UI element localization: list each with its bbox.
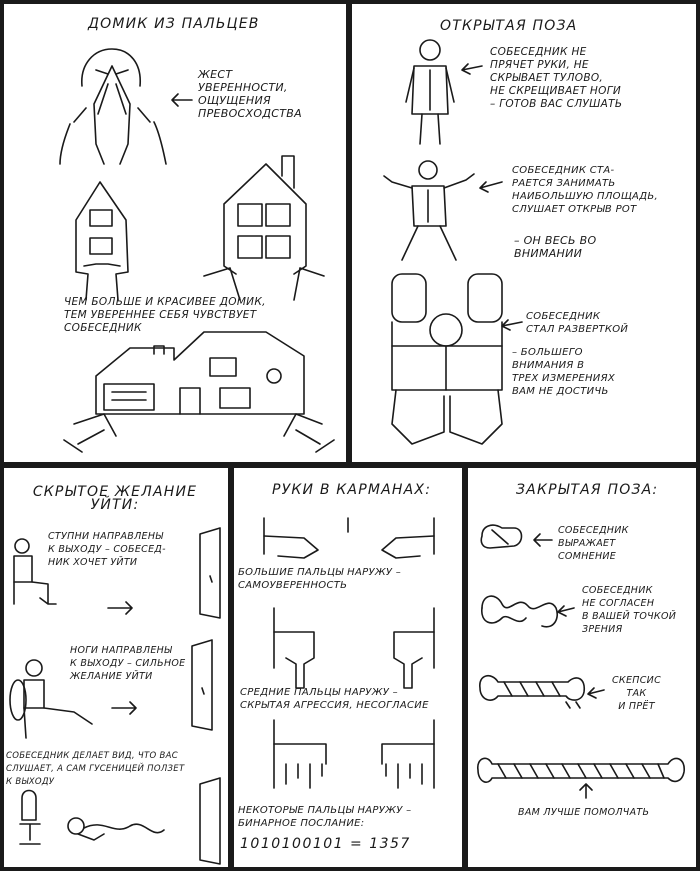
hidden-desire-caption-2: Ноги направлены к выходу – сильное желан… [70,645,186,682]
hands-in-pockets-caption-2: Средние пальцы наружу – скрытая агрессия… [240,687,429,711]
spread-man [383,160,475,261]
arrow-icon [111,701,137,715]
big-finger-house [63,331,335,453]
binary-message: 1010100101 = 1357 [240,836,411,852]
thumbs-out-pockets [263,517,435,559]
arrow-icon [461,63,483,75]
office-chair-icon [19,789,41,845]
arrow-icon [501,319,523,331]
closed-pose-caption-2: Собеседник не согласен в вашей точкой зр… [582,585,677,635]
bigger-house-caption: Чем больше и красивее домик, тем уверенн… [64,296,266,334]
hands-in-pockets-caption-3: Некоторые пальцы наружу – бинарное посла… [238,805,412,829]
closed-pose-drawings [477,524,685,799]
open-pose-title: Открытая поза [440,18,578,34]
arrow-icon [587,687,605,699]
open-pose-drawings [383,39,523,445]
arrow-icon [479,181,503,193]
door-icon [199,527,221,619]
arrow-icon [107,601,133,615]
hands-in-pockets-title: Руки в карманах: [272,482,432,498]
gesture-caption: Жест уверенности, ощущения превосходства [198,68,302,120]
open-pose-caption-2: Собеседник ста- рается занимать наибольш… [512,165,658,215]
panel-open-pose: Открытая поза Собеседник не прячет руки,… [352,4,696,462]
panel-hands-in-pockets: Руки в карманах: Большие пальцы наружу –… [234,468,462,867]
middle-fingers-out-pockets [273,607,435,689]
arrow-icon [579,783,593,799]
steepled-hands-face [59,48,167,165]
closed-pose-caption-4: Вам лучше помолчать [518,807,650,818]
arrow-icon [171,93,193,107]
arrow-icon [533,533,553,547]
medium-finger-house [203,155,325,301]
panel-closed-pose: Закрытая поза: Собеседник выражает сомне… [468,468,696,867]
standing-man [405,39,455,145]
hidden-desire-caption-1: Ступни направлены к выходу – собесед- ни… [48,531,166,568]
closed-pose-caption-1: Собеседник выражает сомнение [558,525,629,562]
crawling-man [67,817,165,841]
panel-finger-house: Домик из пальцев Жест уверенности, ощуще… [4,4,346,462]
seated-man-feet [13,538,57,605]
arrow-icon [557,605,575,617]
open-pose-caption-3: – он весь во внимании [514,234,597,260]
open-pose-caption-4: Собеседник стал разверткой [526,311,629,335]
seated-man-legs [9,659,93,739]
small-finger-house [75,181,129,301]
finger-house-drawings [59,48,335,453]
crossed-arms-very-long [477,757,685,783]
unfolded-man [391,273,503,445]
hidden-desire-caption-3: Собеседник делает вид, что вас слушает, … [6,751,185,787]
closed-pose-caption-3: Скепсис так и прёт [612,675,661,712]
crossed-arms-long [479,675,586,709]
open-pose-caption-5: – большего внимания в трех измерениях ва… [512,347,615,397]
panel-hidden-desire: Скрытое желание уйти: Ступни направлены … [4,468,228,867]
hands-in-pockets-caption-1: Большие пальцы наружу – самоуверенность [238,567,402,591]
hidden-desire-title: Скрытое желание уйти: [32,484,198,513]
some-fingers-out-pockets [273,719,435,789]
crossed-arms-twisted [481,595,558,628]
door-icon-2 [191,639,213,731]
crossed-arms-light [480,524,523,549]
door-icon-3 [199,777,221,865]
hands-in-pockets-drawings [263,517,435,789]
hidden-desire-drawings [9,527,221,865]
closed-pose-title: Закрытая поза: [516,482,659,498]
open-pose-caption-1: Собеседник не прячет руки, не скрывает т… [490,46,623,110]
finger-house-title: Домик из пальцев [88,16,260,32]
